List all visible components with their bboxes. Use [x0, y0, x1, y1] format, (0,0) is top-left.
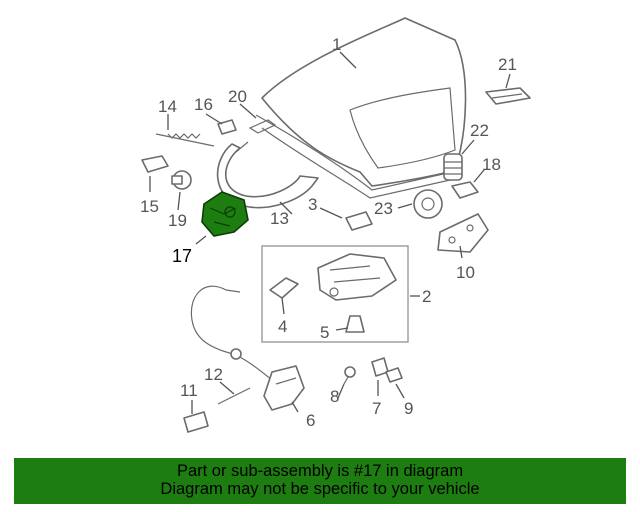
- part-21: [485, 87, 531, 105]
- part-2-latch-assembly: [261, 245, 409, 343]
- callout-19: 19: [168, 211, 187, 230]
- part-3: [345, 211, 373, 231]
- callout-13: 13: [270, 209, 289, 228]
- callout-22: 22: [470, 121, 489, 140]
- callout-10: 10: [456, 263, 475, 282]
- part-15: [141, 155, 169, 173]
- part-11: [183, 411, 209, 433]
- callout-23: 23: [374, 199, 393, 218]
- part-12: [217, 387, 251, 405]
- part-17-highlighted: [201, 191, 249, 237]
- callout-12: 12: [204, 365, 223, 384]
- part-16: [217, 119, 237, 135]
- callout-4: 4: [278, 317, 287, 336]
- callout-3: 3: [308, 195, 317, 214]
- part-7: [371, 357, 389, 377]
- callout-9: 9: [404, 399, 413, 418]
- banner-line-part: Part or sub-assembly is #17 in diagram: [176, 462, 464, 480]
- part-14: [155, 133, 215, 147]
- callout-21: 21: [498, 55, 517, 74]
- info-banner: Part or sub-assembly is #17 in diagram D…: [14, 458, 626, 504]
- part-19: [171, 170, 192, 190]
- callout-1: 1: [332, 35, 341, 54]
- part-6: [263, 365, 305, 411]
- part-18: [451, 181, 479, 199]
- callout-18: 18: [482, 155, 501, 174]
- part-20-seal: [248, 119, 277, 134]
- callout-5: 5: [320, 323, 329, 342]
- callout-17: 17: [172, 246, 192, 266]
- callout-6: 6: [306, 411, 315, 430]
- part-9: [385, 367, 403, 383]
- part-13-hinge: [216, 141, 319, 209]
- callout-8: 8: [330, 387, 339, 406]
- callout-2: 2: [422, 287, 431, 306]
- callout-7: 7: [372, 399, 381, 418]
- callout-15: 15: [140, 197, 159, 216]
- part-10: [437, 213, 489, 253]
- callout-11: 11: [180, 381, 198, 400]
- release-cable: [190, 285, 273, 381]
- part-8: [343, 366, 356, 385]
- callout-labels: 1 2 3 4 5 6 7 8 9 10 11 12 13 14 15 16 1…: [140, 35, 517, 430]
- part-22: [443, 153, 463, 181]
- callout-14: 14: [158, 97, 177, 116]
- part-23: [413, 189, 443, 219]
- leader-lines: [149, 51, 511, 414]
- part-1-trunk-lid: [255, 17, 467, 199]
- callout-20: 20: [228, 87, 247, 106]
- banner-line-disclaimer: Diagram may not be specific to your vehi…: [160, 480, 480, 498]
- callout-16: 16: [194, 95, 213, 114]
